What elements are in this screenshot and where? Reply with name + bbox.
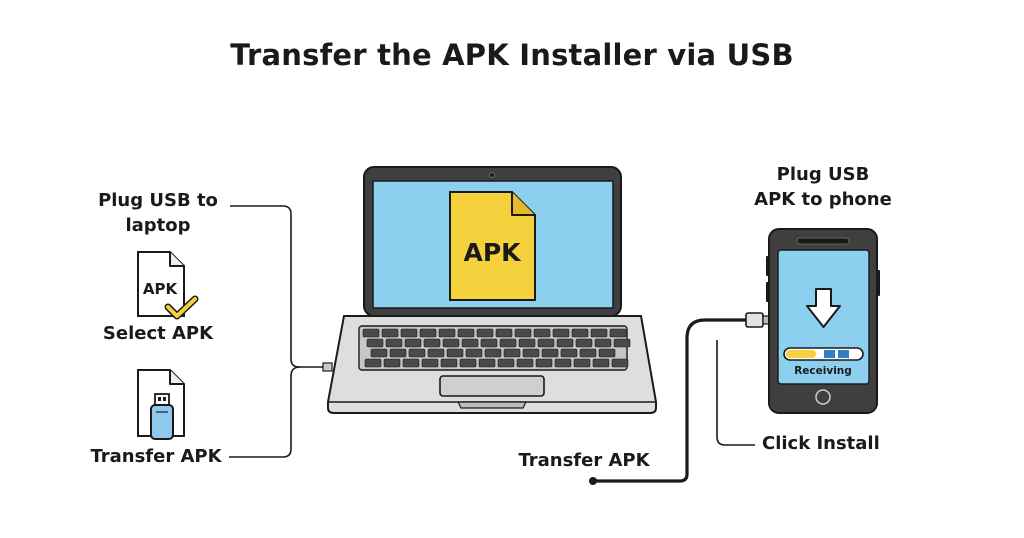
keyboard-key bbox=[457, 328, 475, 338]
keyboard-key bbox=[364, 358, 382, 368]
keyboard-key bbox=[408, 348, 426, 358]
keyboard-key bbox=[609, 328, 627, 338]
download-arrow-icon bbox=[806, 288, 841, 328]
keyboard-key bbox=[552, 328, 570, 338]
keyboard-key bbox=[366, 338, 384, 348]
keyboard-key bbox=[385, 338, 403, 348]
keyboard-key bbox=[442, 338, 460, 348]
keyboard-key bbox=[446, 348, 464, 358]
keyboard-key bbox=[522, 348, 540, 358]
keyboard-key bbox=[516, 358, 534, 368]
plug-usb-laptop-line2: laptop bbox=[125, 215, 191, 236]
usb-port bbox=[322, 362, 333, 372]
keyboard-key bbox=[465, 348, 483, 358]
keyboard-key bbox=[484, 348, 502, 358]
keyboard-key bbox=[554, 358, 572, 368]
connector-plug-usb bbox=[230, 205, 330, 368]
keyboard-key bbox=[404, 338, 422, 348]
diagram-title: Transfer the APK Installer via USB bbox=[230, 38, 794, 72]
keyboard-key bbox=[575, 338, 593, 348]
keyboard-key bbox=[571, 328, 589, 338]
keyboard-key bbox=[381, 328, 399, 338]
apk-file-icon: APK bbox=[137, 251, 185, 317]
transfer-apk-right-label: Transfer APK bbox=[518, 450, 650, 471]
keyboard-key bbox=[495, 328, 513, 338]
checkmark-icon bbox=[164, 295, 199, 320]
keyboard-key bbox=[579, 348, 597, 358]
keyboard-key bbox=[423, 338, 441, 348]
usb-drive-icon bbox=[150, 393, 174, 440]
keyboard-key bbox=[476, 328, 494, 338]
keyboard-key bbox=[594, 338, 612, 348]
keyboard-key bbox=[438, 328, 456, 338]
keyboard-key bbox=[533, 328, 551, 338]
keyboard-key bbox=[613, 338, 631, 348]
keyboard-key bbox=[478, 358, 496, 368]
keyboard-key bbox=[592, 358, 610, 368]
connector-transfer-apk bbox=[229, 366, 301, 458]
keyboard-key bbox=[389, 348, 407, 358]
keyboard-key bbox=[459, 358, 477, 368]
keyboard-key bbox=[560, 348, 578, 358]
keyboard-key bbox=[503, 348, 521, 358]
usb-plug-icon bbox=[745, 312, 770, 328]
keyboard-key bbox=[590, 328, 608, 338]
phone-home-button bbox=[815, 389, 831, 405]
keyboard-key bbox=[499, 338, 517, 348]
keyboard-key bbox=[370, 348, 388, 358]
laptop-apk-file-icon: APK bbox=[449, 191, 536, 301]
keyboard-key bbox=[461, 338, 479, 348]
laptop-apk-label: APK bbox=[463, 238, 522, 267]
keyboard-key bbox=[518, 338, 536, 348]
cable-end-dot bbox=[589, 477, 597, 485]
keyboard-key bbox=[514, 328, 532, 338]
keyboard-key bbox=[402, 358, 420, 368]
keyboard-key bbox=[421, 358, 439, 368]
transfer-apk-left-label: Transfer APK bbox=[90, 446, 222, 467]
keyboard-key bbox=[400, 328, 418, 338]
receiving-progress-bar bbox=[783, 347, 864, 361]
webcam-icon bbox=[489, 172, 495, 178]
keyboard-keys bbox=[362, 328, 631, 368]
keyboard-key bbox=[573, 358, 591, 368]
plug-usb-laptop-line1: Plug USB to bbox=[98, 190, 218, 211]
plug-usb-phone-line2: APK to phone bbox=[754, 189, 892, 210]
keyboard-key bbox=[419, 328, 437, 338]
keyboard-key bbox=[535, 358, 553, 368]
select-apk-label: Select APK bbox=[102, 323, 214, 344]
apk-file-icon-text: APK bbox=[143, 280, 179, 298]
keyboard-key bbox=[537, 338, 555, 348]
connector-click-install bbox=[716, 340, 755, 446]
keyboard-key bbox=[497, 358, 515, 368]
plug-usb-phone-line1: Plug USB bbox=[776, 164, 870, 185]
phone-speaker bbox=[796, 237, 850, 245]
keyboard-key bbox=[480, 338, 498, 348]
keyboard-key bbox=[362, 328, 380, 338]
usb-cable bbox=[593, 318, 748, 483]
trackpad bbox=[439, 375, 545, 397]
keyboard-key bbox=[611, 358, 629, 368]
receiving-label: Receiving bbox=[794, 365, 852, 377]
keyboard-key bbox=[440, 358, 458, 368]
click-install-label: Click Install bbox=[762, 433, 880, 454]
keyboard-key bbox=[383, 358, 401, 368]
keyboard-key bbox=[556, 338, 574, 348]
keyboard-key bbox=[427, 348, 445, 358]
keyboard-key bbox=[598, 348, 616, 358]
keyboard-key bbox=[541, 348, 559, 358]
plug-usb-phone-label: Plug USB APK to phone bbox=[747, 162, 899, 212]
plug-usb-laptop-label: Plug USB to laptop bbox=[88, 188, 228, 238]
